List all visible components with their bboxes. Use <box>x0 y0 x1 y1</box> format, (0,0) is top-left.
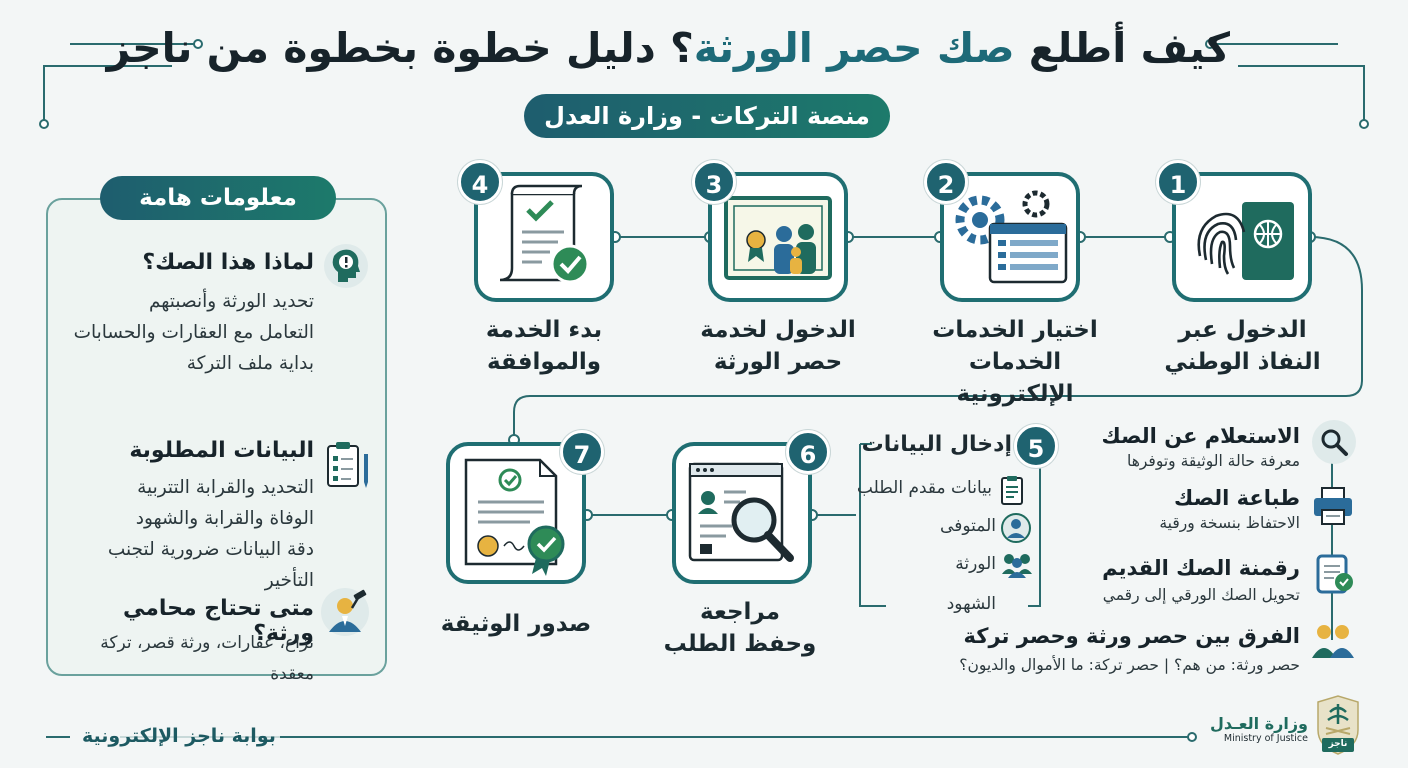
magnifier-icon <box>1312 420 1356 464</box>
step-5-title: إدخال البيانات <box>861 432 1012 457</box>
fingerprint-passport-icon <box>1197 202 1294 280</box>
data-item-applicant: بيانات مقدم الطلب <box>856 478 992 498</box>
certificate-seal-icon <box>464 458 565 576</box>
extra-difference-desc: حصر ورثة: من هم؟ | حصر تركة: ما الأموال … <box>959 656 1300 674</box>
najiz-badge: ناجز <box>1328 739 1348 749</box>
step-5-number: 5 <box>1014 424 1058 468</box>
printer-icon <box>1314 487 1352 525</box>
step-4-card <box>474 172 614 302</box>
clipboard-icon <box>996 474 1028 510</box>
extra-digitize-title: رقمنة الصك القديم <box>1102 556 1300 580</box>
document-check-icon <box>499 184 590 284</box>
data-item-deceased: المتوفى <box>940 516 996 536</box>
form-magnifier-icon <box>688 462 794 562</box>
extra-digitize-desc: تحويل الصك الورقي إلى رقمي <box>1102 586 1300 604</box>
step-6-card <box>672 442 812 584</box>
data-item-witnesses: الشهود <box>946 594 996 614</box>
extra-print-title: طباعة الصك <box>1174 486 1300 510</box>
people-icon <box>1312 625 1354 658</box>
step-3-number: 3 <box>692 160 736 204</box>
checklist-icon <box>324 440 372 496</box>
lawyer-text: نزاع، عقارات، ورثة قصر، تركة معقدة <box>100 633 314 684</box>
person-icon <box>1000 512 1032 548</box>
extra-digitize <box>1312 552 1356 600</box>
important-info-heading: معلومات هامة <box>100 176 336 220</box>
data-item-heirs: الورثة <box>955 554 996 574</box>
gears-list-icon <box>955 190 1068 284</box>
extra-difference-title: الفرق بين حصر ورثة وحصر تركة <box>963 624 1300 648</box>
step-2-card <box>940 172 1080 302</box>
extra-difference <box>1308 620 1356 666</box>
step-4-number: 4 <box>458 160 502 204</box>
head-alert-icon <box>322 242 370 294</box>
step-1-card <box>1172 172 1312 302</box>
step-2-number: 2 <box>924 160 968 204</box>
step-7-number: 7 <box>560 430 604 474</box>
ministry-logo: ناجز <box>1312 694 1364 762</box>
step-7-label: صدور الوثيقة <box>440 611 592 637</box>
ministry-name: وزارة العـدل Ministry of Justice <box>1210 714 1308 744</box>
lawyer-title: متى تحتاج محامي ورثة؟ <box>122 596 314 646</box>
certificate-family-icon <box>724 196 832 280</box>
extra-query-desc: معرفة حالة الوثيقة وتوفرها <box>1126 452 1300 470</box>
extra-print-desc: الاحتفاظ بنسخة ورقية <box>1159 514 1300 532</box>
why-title: لماذا هذا الصك؟ <box>142 250 314 275</box>
extra-query-title: الاستعلام عن الصك <box>1101 424 1300 448</box>
data-required-title: البيانات المطلوبة <box>129 438 314 463</box>
group-icon <box>1000 550 1034 584</box>
extra-print <box>1310 484 1356 532</box>
ministry-emblem-icon <box>1317 695 1359 755</box>
step-6-number: 6 <box>786 430 830 474</box>
page-title: كيف أطلع صك حصر الورثة؟ دليل خطوة بخطوة … <box>106 24 1230 72</box>
lawyer-icon <box>318 586 372 642</box>
portal-name: بوابة ناجز الإلكترونية <box>82 725 276 747</box>
subtitle-pill: منصة التركات - وزارة العدل <box>524 94 890 138</box>
extra-query <box>1312 420 1356 464</box>
step-7-card <box>446 442 586 584</box>
step-1-number: 1 <box>1156 160 1200 204</box>
step-3-card <box>708 172 848 302</box>
tablet-check-icon <box>1316 554 1353 594</box>
